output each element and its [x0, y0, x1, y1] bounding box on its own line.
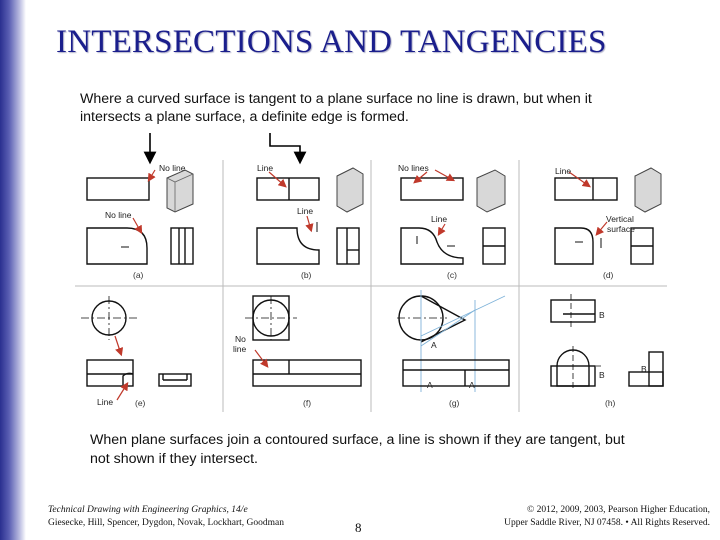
panel-b [256, 167, 364, 265]
conclusion-text: When plane surfaces join a contoured sur… [90, 432, 625, 467]
panel-a [86, 169, 194, 265]
callout-c-top: No lines [398, 163, 429, 173]
footer-copyright-line: © 2012, 2009, 2003, Pearson Higher Educa… [527, 505, 710, 515]
caption-a: (a) [133, 270, 144, 280]
point-b-h2: B [599, 370, 605, 380]
footer-book-title: Technical Drawing with Engineering Graph… [48, 505, 248, 515]
caption-f: (f) [303, 398, 311, 408]
tangency-figure: No line No line (a) Line Line (b) No lin… [75, 160, 667, 412]
callout-f-mid-1: No [235, 334, 246, 344]
footer-copyright: © 2012, 2009, 2003, Pearson Higher Educa… [470, 504, 710, 530]
callout-b-mid: Line [297, 206, 313, 216]
point-b-h1: B [599, 310, 605, 320]
caption-g: (g) [449, 398, 460, 408]
callout-e-bottom: Line [97, 397, 113, 407]
callout-f-mid-2: line [233, 344, 247, 354]
caption-d: (d) [603, 270, 614, 280]
callout-c-mid: Line [431, 214, 447, 224]
panel-e [81, 296, 192, 401]
footer-address-line: Upper Saddle River, NJ 07458. • All Righ… [504, 518, 710, 528]
footer-citation: Technical Drawing with Engineering Graph… [48, 504, 298, 540]
slide-title: INTERSECTIONS AND TANGENCIES [56, 24, 607, 60]
point-a-g1: A [431, 340, 437, 350]
point-b-h3: B [641, 364, 647, 374]
callout-b-top: Line [257, 163, 273, 173]
callout-d-top: Line [555, 166, 571, 176]
left-gradient-bar [0, 0, 26, 540]
caption-h: (h) [605, 398, 616, 408]
page-number: 8 [355, 520, 362, 535]
intersect-pointer-arrow [269, 133, 307, 165]
point-a-g2: A [427, 380, 433, 390]
panel-f [245, 295, 362, 387]
panel-c [400, 169, 506, 265]
panel-g [397, 290, 510, 392]
point-a-g3: A [469, 380, 475, 390]
panel-grid [75, 160, 667, 412]
footer-authors: Giesecke, Hill, Spencer, Dygdon, Novak, … [48, 518, 285, 528]
caption-b: (b) [301, 270, 312, 280]
callout-a-top: No line [159, 163, 186, 173]
callout-a-bottom: No line [105, 210, 132, 220]
callout-d-mid-1: Vertical [606, 214, 634, 224]
panel-d [554, 167, 662, 265]
callout-d-mid-2: surface [607, 224, 635, 234]
caption-c: (c) [447, 270, 457, 280]
intro-text: Where a curved surface is tangent to a p… [80, 91, 592, 125]
caption-e: (e) [135, 398, 146, 408]
panel-h [550, 294, 664, 390]
